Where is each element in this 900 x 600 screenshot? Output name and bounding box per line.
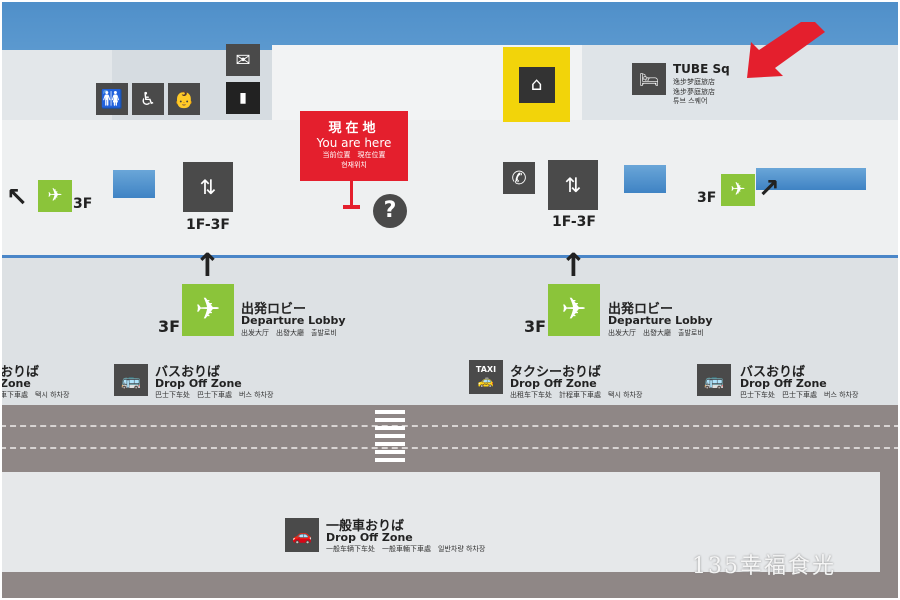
bus-right-en: Drop Off Zone: [740, 377, 827, 390]
floor-3f-b: 3F: [697, 190, 717, 206]
taxi-en: Drop Off Zone: [510, 377, 597, 390]
you-are-here-marker-base: [343, 205, 360, 209]
tube-title: TUBE Sq: [673, 62, 730, 76]
car-en: Drop Off Zone: [326, 531, 413, 544]
arrow-up-icon-right: ↑: [560, 246, 587, 284]
departure-sub-right: 出发大厅 出發大廳 출발로비: [608, 329, 704, 337]
tube-cn2: 逸步夢庭旅店: [673, 88, 715, 96]
you-are-here-cn: 当前位置 現在位置: [322, 151, 386, 159]
taxi-icon: TAXI 🚕: [469, 360, 503, 394]
bus-right-jp: バスおりば: [740, 365, 806, 380]
departure-en-right: Departure Lobby: [608, 314, 713, 327]
baggage-storage-sign: ⌂: [503, 47, 570, 122]
taxi-sub: 出租车下车处 計程車下車處 택시 하차장: [510, 391, 643, 399]
you-are-here-kr: 현재위치: [341, 161, 367, 169]
red-pointer-arrow-shape: [747, 22, 825, 78]
car-drop-icon: 🚗: [285, 518, 319, 552]
bus-left-en: Drop Off Zone: [155, 377, 242, 390]
tube-cn1: 逸步梦庭旅店: [673, 78, 715, 86]
watermark: 135幸福食光: [692, 554, 836, 579]
departure-jp-left: 出発ロビー: [241, 302, 307, 317]
taxi-jp: タクシーおりば: [510, 365, 602, 380]
departure-icon-right-top: ✈: [721, 174, 755, 206]
window-left: [113, 170, 155, 198]
baby-care-icon: 👶: [168, 83, 200, 115]
partial-left-sub: 車下車處 택시 하차장: [0, 391, 70, 399]
bus-right-sub: 巴士下车处 巴士下車處 버스 하차장: [740, 391, 859, 399]
floor-3f-c: 3F: [158, 317, 181, 336]
window-far-right: [756, 168, 866, 190]
departure-jp-right: 出発ロビー: [608, 302, 674, 317]
elevator-icon-left: ⇅: [183, 162, 233, 212]
taxi-label: TAXI: [475, 365, 497, 374]
departure-icon-left-top: ✈: [38, 180, 72, 212]
lane-marking-2: [0, 447, 900, 449]
restroom-icon: 🚻: [96, 83, 128, 115]
you-are-here-marker: [350, 181, 353, 207]
lower-sidewalk: [0, 472, 880, 572]
arrow-upright-icon: ↗: [758, 174, 780, 204]
red-pointer-arrow: [747, 22, 825, 78]
bus-left-jp: バスおりば: [155, 365, 221, 380]
departure-icon-right: ✈: [548, 284, 600, 336]
elevator-label-right: 1F-3F: [552, 214, 596, 230]
elevator-label-left: 1F-3F: [186, 217, 230, 233]
baggage-icon: ⌂: [518, 66, 555, 103]
you-are-here-jp: 現在地: [328, 121, 380, 136]
bus-left-sub: 巴士下车处 巴士下車處 버스 하차장: [155, 391, 274, 399]
information-icon: ?: [373, 194, 407, 228]
departure-icon-left: ✈: [182, 284, 234, 336]
car-icon-taxi: 🚕: [477, 374, 495, 389]
hotel-icon: 🛏: [632, 63, 666, 95]
arrow-up-icon-left: ↑: [194, 246, 221, 284]
tube-kr: 튜브 스퀘어: [673, 97, 708, 105]
bus-icon-right: 🚌: [697, 364, 731, 396]
crosswalk: [375, 410, 405, 466]
floor-3f-a: 3F: [73, 196, 93, 212]
wheelchair-icon: ♿: [132, 83, 164, 115]
you-are-here-en: You are here: [316, 136, 392, 150]
partial-left-jp: おりば: [0, 365, 40, 380]
car-sub: 一般车辆下车处 一般車輛下車處 일반차량 하차장: [326, 545, 486, 553]
bus-icon-left: 🚌: [114, 364, 148, 396]
you-are-here-sign: 現在地 You are here 当前位置 現在位置 현재위치: [300, 111, 408, 181]
departure-sub-left: 出发大厅 出發大廳 출발로비: [241, 329, 337, 337]
lower-wall: [0, 255, 900, 405]
window-right: [624, 165, 666, 193]
partial-left-en: Zone: [0, 377, 31, 390]
phone-icon: ✆: [503, 162, 535, 194]
lane-marking-1: [0, 425, 900, 427]
elevator-icon-right: ⇅: [548, 160, 598, 210]
arrow-upleft-icon: ↖: [6, 183, 28, 213]
departure-en-left: Departure Lobby: [241, 314, 346, 327]
car-jp: 一般車おりば: [326, 519, 405, 534]
wall-line: [0, 255, 900, 258]
floor-3f-d: 3F: [524, 317, 547, 336]
locker-icon: ▮: [226, 82, 260, 114]
mail-icon: ✉: [226, 44, 260, 76]
building-block-left: [0, 50, 112, 130]
